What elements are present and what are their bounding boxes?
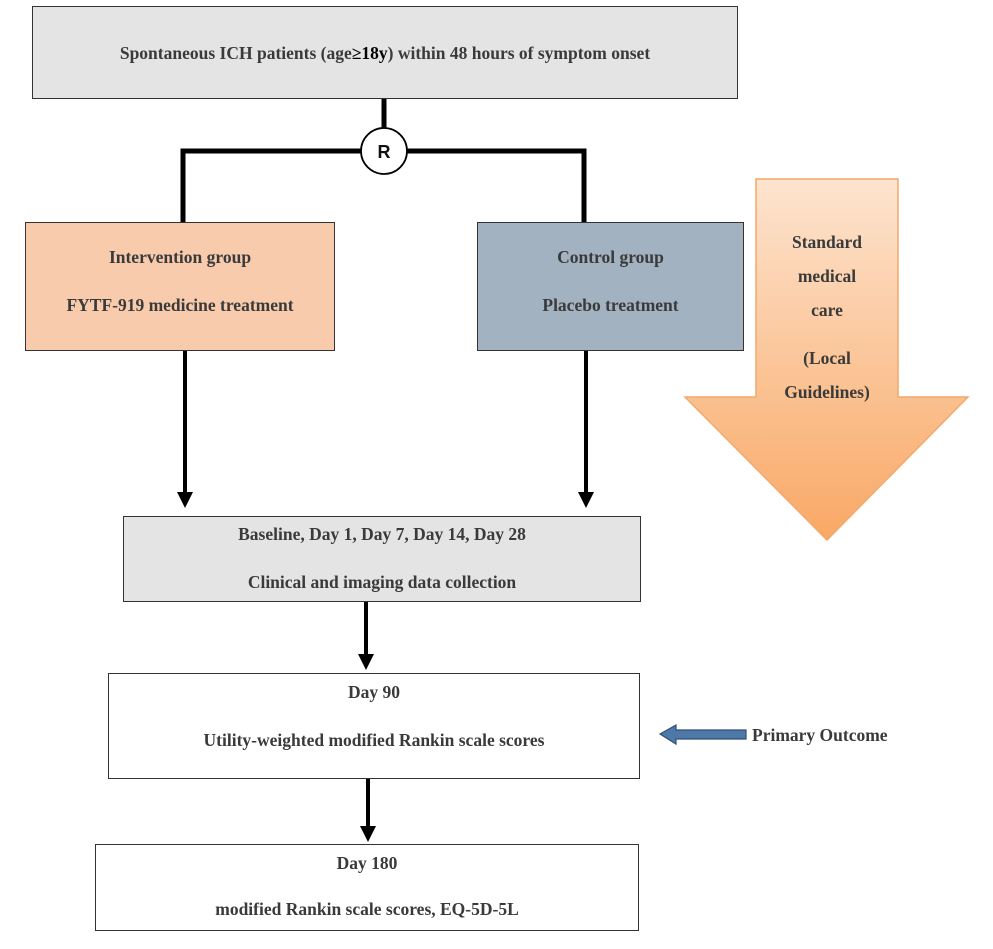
collection-box: Baseline, Day 1, Day 7, Day 14, Day 28 C…	[123, 516, 641, 602]
population-age-threshold: ≥18y	[351, 43, 388, 63]
standard-care-line-4: (Local	[803, 348, 851, 368]
intervention-box: Intervention group FYTF-919 medicine tre…	[25, 222, 335, 351]
intervention-title: Intervention group	[108, 247, 252, 267]
branch-line-intervention	[180, 148, 362, 222]
arrowhead-control	[578, 492, 594, 508]
intervention-treatment: FYTF-919 medicine treatment	[66, 295, 294, 315]
day90-outcome: Utility-weighted modified Rankin scale s…	[203, 730, 545, 750]
standard-care-line-1: Standard	[791, 232, 863, 252]
day180-outcome: modified Rankin scale scores, EQ-5D-5L	[215, 899, 519, 919]
randomization-circle	[360, 127, 408, 175]
primary-outcome-arrow	[658, 723, 747, 746]
population-text-after: ) within 48 hours of symptom onset	[387, 43, 651, 63]
population-box: Spontaneous ICH patients (age≥18y) withi…	[32, 6, 738, 99]
arrowhead-intervention	[177, 492, 193, 508]
branch-line-control	[406, 148, 587, 222]
standard-care-line-2: medical	[797, 266, 857, 286]
primary-outcome-label: Primary Outcome	[752, 725, 888, 745]
collection-timepoints: Baseline, Day 1, Day 7, Day 14, Day 28	[238, 524, 526, 544]
population-text: Spontaneous ICH patients (age≥18y) withi…	[33, 43, 737, 63]
randomization-label: R	[378, 142, 391, 162]
standard-care-arrow	[683, 178, 970, 542]
standard-care-line-5: Guidelines)	[784, 382, 870, 402]
population-text-before: Spontaneous ICH patients (age	[119, 43, 352, 63]
day90-box: Day 90 Utility-weighted modified Rankin …	[108, 673, 640, 779]
control-treatment: Placebo treatment	[542, 295, 679, 315]
control-box: Control group Placebo treatment	[477, 222, 744, 351]
arrowhead-day90	[358, 654, 374, 670]
standard-care-line-3: care	[811, 300, 843, 320]
control-title: Control group	[557, 247, 664, 267]
day180-box: Day 180 modified Rankin scale scores, EQ…	[95, 844, 639, 931]
day90-title: Day 90	[347, 682, 400, 702]
collection-description: Clinical and imaging data collection	[247, 572, 517, 592]
day180-title: Day 180	[336, 853, 398, 873]
arrowhead-day180	[360, 826, 376, 842]
